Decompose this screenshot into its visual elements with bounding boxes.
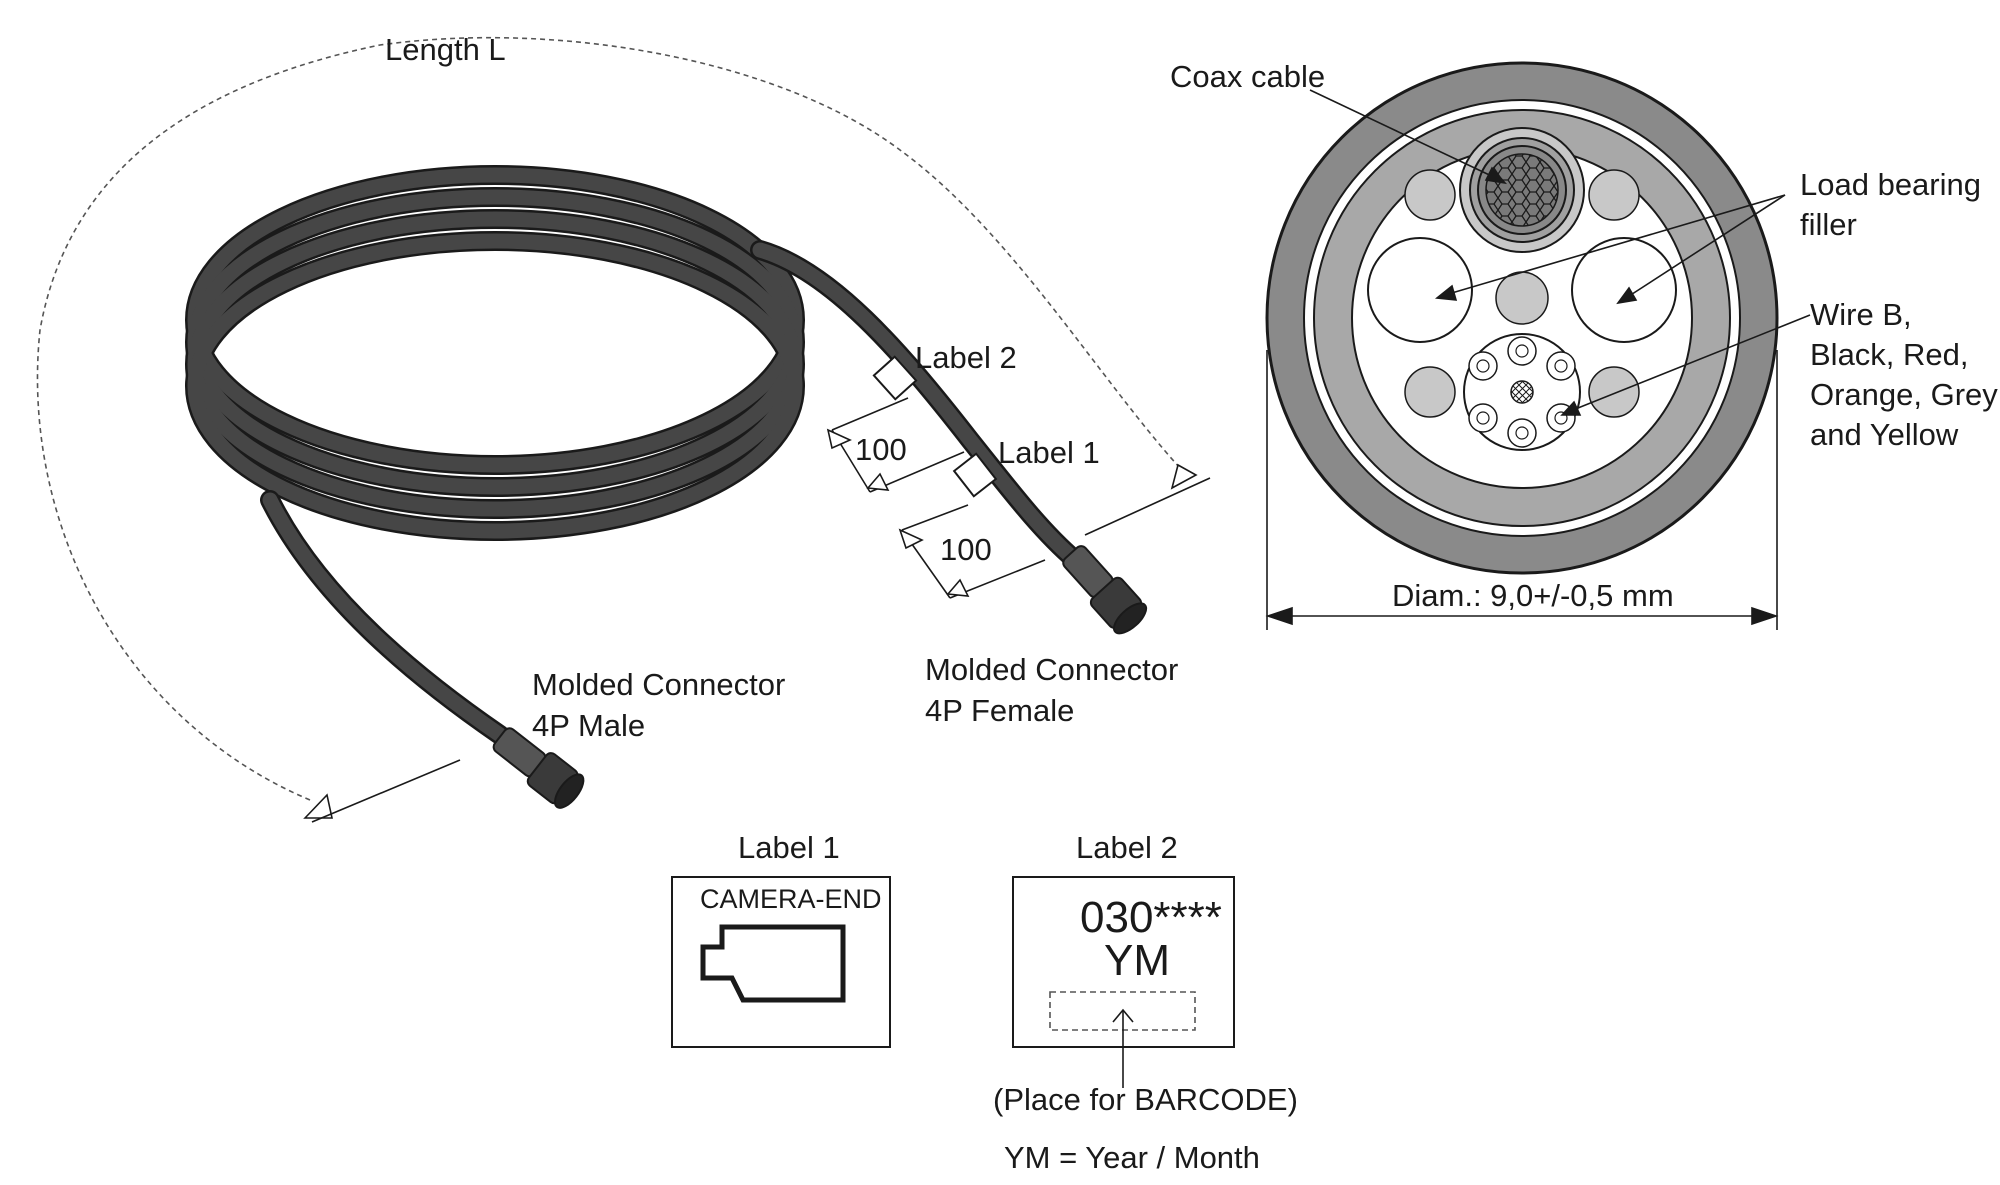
- cable-coil: [185, 165, 1085, 745]
- load-bearing-filler-right: [1571, 237, 1677, 343]
- length-dimension-line: [36, 36, 1181, 801]
- diameter-dimension: [1265, 350, 1779, 630]
- wire-label-line-3: Orange, Grey: [1810, 377, 1998, 412]
- label-2-detail: Label 2 030**** YM (Place for BARCODE) Y…: [993, 830, 1298, 1175]
- coax-element: [1459, 127, 1585, 253]
- cable-label-2-sleeve: [872, 355, 918, 401]
- male-connector-label-line-2: 4P Male: [532, 708, 645, 743]
- cable-label-1-sleeve: [952, 452, 998, 498]
- wire-bundle: [1463, 333, 1581, 451]
- label-2-ym: YM: [1104, 936, 1170, 985]
- spacing-dimension-2: [898, 504, 1046, 599]
- barcode-arrow: [1112, 1008, 1134, 1088]
- wire-label-line-2: Black, Red,: [1810, 337, 1969, 372]
- label-1-text: CAMERA-END: [700, 884, 882, 914]
- small-fillers: [1404, 169, 1640, 418]
- female-connector: [1062, 545, 1148, 635]
- spacing-value-1: 100: [855, 432, 907, 467]
- female-connector-label-line-2: 4P Female: [925, 693, 1074, 728]
- barcode-note: (Place for BARCODE): [993, 1082, 1298, 1117]
- cable-cross-section: Coax cable Load bearing filler Wire B, B…: [1170, 59, 1998, 630]
- wire-label-line-4: and Yellow: [1810, 417, 1959, 452]
- camera-icon: [700, 924, 846, 1003]
- filler-label-line-1: Load bearing: [1800, 167, 1981, 202]
- filler-label-line-2: filler: [1800, 207, 1857, 242]
- cable-label-1-tag: Label 1: [998, 435, 1100, 470]
- leader-lines: [1309, 89, 1811, 416]
- spacing-value-2: 100: [940, 532, 992, 567]
- male-connector-label-line-1: Molded Connector: [532, 667, 785, 702]
- label-2-title: Label 2: [1076, 830, 1178, 865]
- female-connector-label-line-1: Molded Connector: [925, 652, 1178, 687]
- male-connector: [492, 727, 585, 809]
- cable-drawing: Length L Label 2 Label 1 100 100 Molded …: [36, 32, 1211, 823]
- length-arrow-end-left: [303, 793, 333, 819]
- label-1-title: Label 1: [738, 830, 840, 865]
- diameter-label: Diam.: 9,0+/-0,5 mm: [1392, 578, 1674, 613]
- label-1-detail: Label 1 CAMERA-END: [671, 830, 891, 1048]
- cable-label-2-tag: Label 2: [915, 340, 1017, 375]
- ym-legend: YM = Year / Month: [1004, 1140, 1260, 1175]
- spacing-dimension-1: [826, 397, 965, 493]
- coax-cable-label: Coax cable: [1170, 59, 1325, 94]
- length-arrow-end-right: [1170, 463, 1198, 490]
- label-2-code: 030****: [1080, 893, 1222, 942]
- wire-label-line-1: Wire B,: [1810, 297, 1912, 332]
- length-label: Length L: [385, 32, 506, 67]
- load-bearing-filler-left: [1367, 237, 1473, 343]
